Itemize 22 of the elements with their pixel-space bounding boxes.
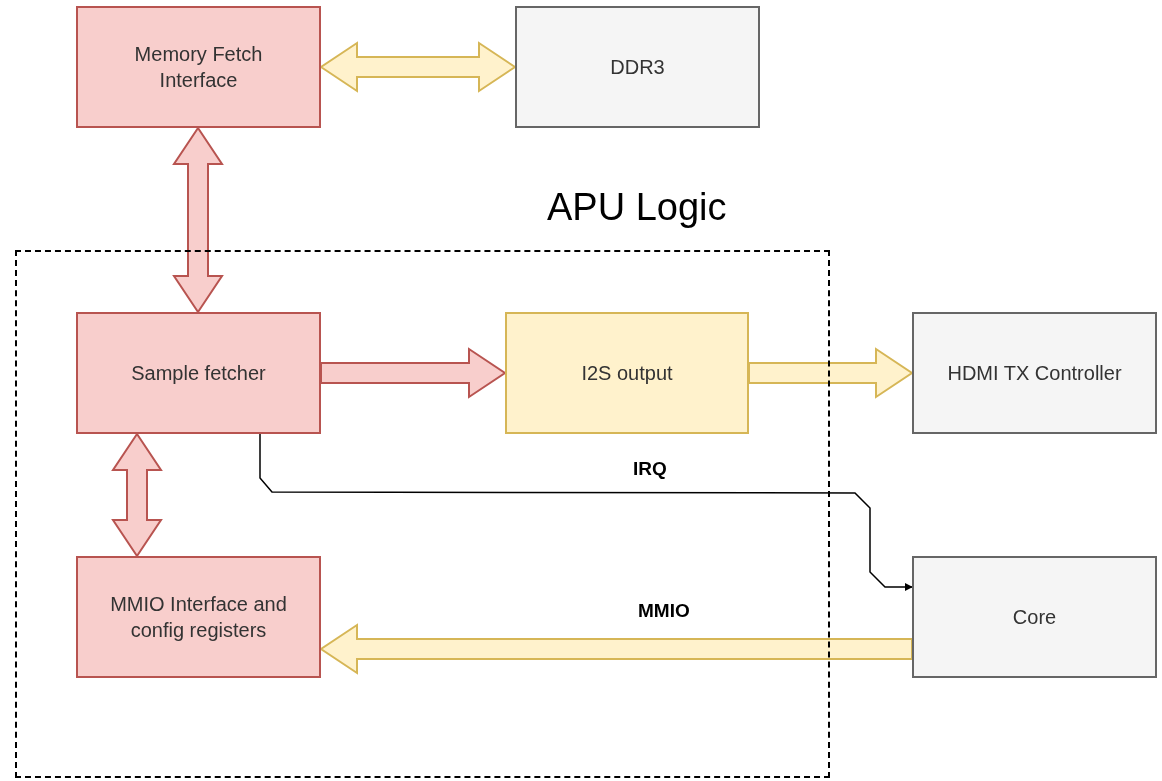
process-box [912, 312, 1157, 434]
block-arrow [172, 126, 224, 314]
block-arrow [319, 41, 517, 93]
box-label: MMIO Interface and config registers [109, 592, 288, 643]
box-label: Core [1012, 605, 1057, 630]
process-box [76, 6, 321, 128]
arrow [259, 433, 913, 591]
process-box [76, 556, 321, 678]
process-box [76, 312, 321, 434]
block-arrow [319, 623, 913, 675]
box-label: DDR3 [610, 55, 665, 80]
group-heading: APU Logic [547, 186, 727, 229]
block-arrow [111, 432, 163, 558]
process-box [515, 6, 760, 128]
process-box [912, 556, 1157, 678]
process-box [505, 312, 749, 434]
block-arrow [748, 347, 914, 399]
box-label: Sample fetcher [131, 361, 266, 386]
box-label: Memory Fetch Interface [133, 42, 264, 93]
box-label: I2S output [581, 361, 673, 386]
block-arrow [320, 347, 507, 399]
box-label: HDMI TX Controller [947, 361, 1122, 386]
